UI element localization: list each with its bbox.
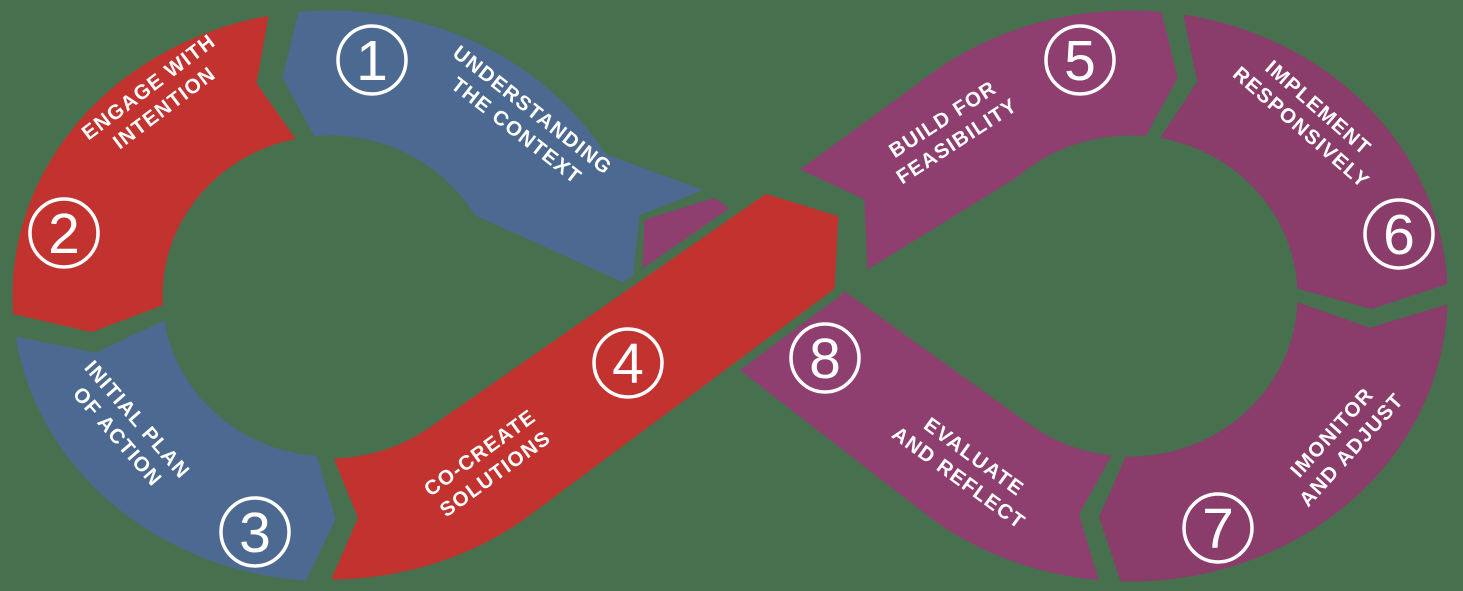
segment-8-number-circle (789, 322, 861, 394)
segment-7-number: 7 (1202, 497, 1234, 561)
segment-5-number-circle (1044, 24, 1116, 96)
segment-3: 3 INITIAL PLANOF ACTION (9, 312, 342, 586)
segment-4-number-circle (592, 327, 664, 399)
segment-2-number: 2 (48, 202, 80, 266)
segment-3-ribbon (9, 312, 342, 586)
segment-1-number-circle (336, 24, 408, 96)
segment-6-number-circle (1363, 198, 1435, 270)
segment-2-number-circle (28, 197, 100, 269)
segment-6: 6 IMPLEMENTRESPONSIVELY (1151, 8, 1453, 315)
segment-3-number-circle (219, 496, 291, 568)
segment-7-number-circle (1182, 492, 1254, 564)
segment-8-number: 8 (809, 327, 841, 391)
segment-4-number: 4 (612, 332, 644, 396)
segment-4: 4 CO-CREATESOLUTIONS (317, 184, 848, 589)
segment-5: 5 BUILD FORFEASIBILITY (790, 5, 1183, 279)
segment-7: 7 IMONITORAND ADJUST (1093, 295, 1453, 587)
segment-5-ribbon (790, 5, 1183, 279)
segment-7-ribbon (1093, 295, 1453, 587)
segment-4-ribbon (317, 184, 848, 589)
segment-6-number: 6 (1383, 203, 1415, 267)
segment-1-number: 1 (356, 29, 388, 93)
segment-2: 2 ENGAGE WITHINTENTION (7, 9, 305, 338)
segment-5-number: 5 (1064, 29, 1096, 93)
segment-1-ribbon (277, 5, 717, 294)
segment-3-number: 3 (239, 501, 271, 565)
segment-2-ribbon (7, 9, 305, 338)
segment-6-ribbon (1151, 8, 1453, 315)
